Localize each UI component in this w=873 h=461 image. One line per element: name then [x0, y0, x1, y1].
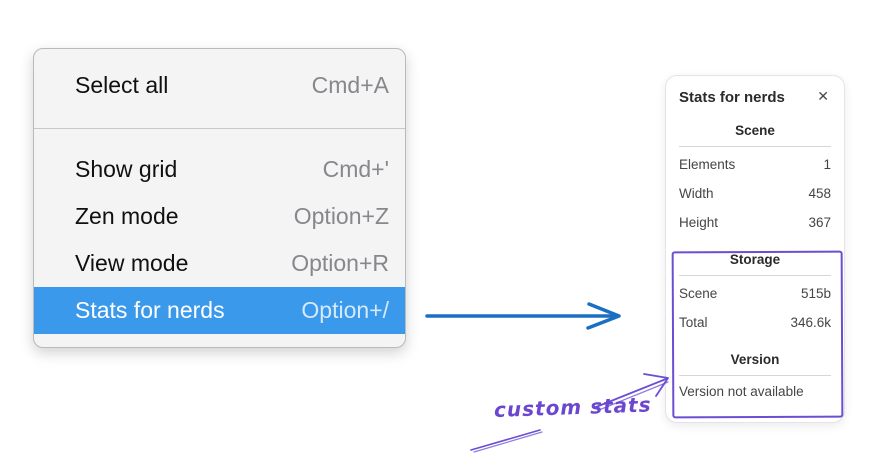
blue-arrow: [425, 302, 621, 330]
stat-row-width: Width 458: [679, 179, 831, 208]
menu-item-label: View mode: [75, 250, 189, 276]
stats-panel: Stats for nerds ✕ Scene Elements 1 Width…: [665, 75, 845, 423]
context-menu: Select all Cmd+A Show grid Cmd+' Zen mod…: [33, 48, 406, 348]
version-note: Version not available: [679, 384, 804, 399]
stat-value: 515b: [800, 286, 831, 301]
menu-item-shortcut: Cmd+A: [311, 72, 389, 98]
menu-item-label: Stats for nerds: [75, 297, 225, 323]
section-header-storage: Storage: [729, 252, 781, 267]
stat-row-height: Height 367: [679, 208, 831, 237]
stat-label: Total: [679, 315, 708, 330]
section-header-version: Version: [730, 352, 780, 367]
storage-stats: Scene 515b Total 346.6k: [679, 279, 831, 337]
stat-label: Scene: [679, 286, 718, 301]
section-divider: [679, 146, 831, 147]
section-divider: [679, 275, 831, 276]
menu-item-stats-for-nerds[interactable]: Stats for nerds Option+/: [34, 287, 405, 334]
menu-item-select-all[interactable]: Select all Cmd+A: [34, 62, 405, 109]
stats-panel-title: Stats for nerds: [679, 88, 785, 106]
scene-stats: Elements 1 Width 458 Height 367: [679, 150, 831, 237]
stat-value: 346.6k: [790, 315, 831, 330]
menu-item-view-mode[interactable]: View mode Option+R: [34, 240, 405, 287]
stat-label: Height: [679, 215, 719, 230]
stat-row-elements: Elements 1: [679, 150, 831, 179]
custom-stats-annotation: custom stats: [493, 392, 652, 422]
stat-row-total-storage: Total 346.6k: [679, 308, 831, 337]
menu-item-shortcut: Option+Z: [293, 203, 389, 229]
purple-arrow: [470, 373, 669, 453]
section-divider: [679, 375, 831, 376]
close-icon[interactable]: ✕: [817, 89, 829, 105]
menu-item-zen-mode[interactable]: Zen mode Option+Z: [34, 193, 405, 240]
section-header-scene: Scene: [735, 123, 775, 138]
menu-item-label: Zen mode: [75, 203, 179, 229]
stat-value: 458: [808, 186, 831, 201]
stat-label: Width: [679, 186, 714, 201]
menu-item-shortcut: Option+/: [301, 297, 389, 323]
menu-item-show-grid[interactable]: Show grid Cmd+': [34, 146, 405, 193]
menu-item-label: Show grid: [75, 156, 178, 182]
stat-value: 1: [823, 157, 831, 172]
stat-row-scene-storage: Scene 515b: [679, 279, 831, 308]
stat-value: 367: [808, 215, 831, 230]
stat-label: Elements: [679, 157, 736, 172]
menu-item-label: Select all: [75, 72, 169, 98]
menu-item-shortcut: Option+R: [291, 250, 389, 276]
menu-separator: [34, 128, 405, 129]
menu-item-shortcut: Cmd+': [322, 156, 389, 182]
stats-panel-titlebar: Stats for nerds ✕: [679, 88, 831, 106]
